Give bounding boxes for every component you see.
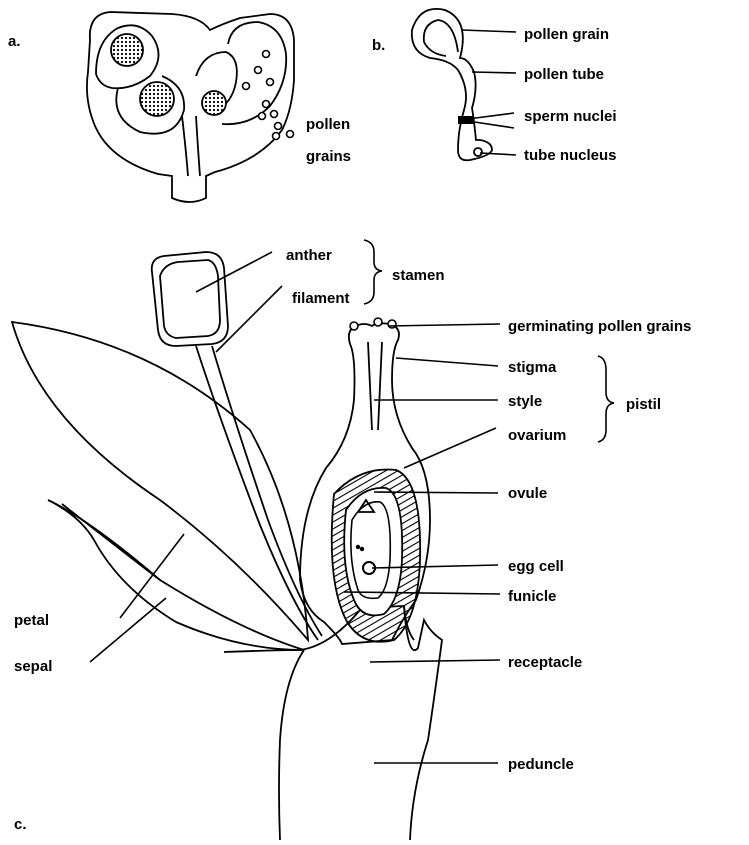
label-stamen: stamen [392, 267, 445, 284]
label-pollen-grain: pollen grain [524, 26, 609, 43]
label-sperm-nuclei: sperm nuclei [524, 108, 617, 125]
label-germinating-pollen-grains: germinating pollen grains [508, 318, 691, 335]
pistil-brace [598, 356, 614, 442]
pollen-sac-3 [202, 91, 226, 115]
germinating-pollen-on-stigma [350, 318, 396, 330]
pollen-sac-2 [140, 82, 174, 116]
sperm-nuclei-shape [458, 116, 474, 124]
label-pistil: pistil [626, 396, 661, 413]
label-funicle: funicle [508, 588, 556, 605]
label-style: style [508, 393, 542, 410]
label-pollen-grains-2: grains [306, 148, 351, 165]
panel-label-b: b. [372, 37, 385, 54]
label-egg-cell: egg cell [508, 558, 564, 575]
receptacle-shape [224, 606, 442, 840]
label-sepal: sepal [14, 658, 52, 675]
tube-nucleus-shape [474, 148, 482, 156]
pollen-grain-with-tube [412, 9, 492, 160]
stamen-brace [364, 240, 382, 304]
label-peduncle: peduncle [508, 756, 574, 773]
panel-label-a: a. [8, 33, 21, 50]
label-ovarium: ovarium [508, 427, 566, 444]
label-pollen-tube: pollen tube [524, 66, 604, 83]
label-petal: petal [14, 612, 49, 629]
label-anther: anther [286, 247, 332, 264]
panel-label-c: c. [14, 816, 27, 833]
petal-shape [12, 322, 308, 640]
label-stigma: stigma [508, 359, 557, 376]
label-tube-nucleus: tube nucleus [524, 147, 617, 164]
label-receptacle: receptacle [508, 654, 582, 671]
label-ovule: ovule [508, 485, 547, 502]
anther-cross-section [87, 12, 294, 202]
label-filament: filament [292, 290, 350, 307]
label-pollen-grains-1: pollen [306, 116, 350, 133]
pollen-sac-1 [111, 34, 143, 66]
